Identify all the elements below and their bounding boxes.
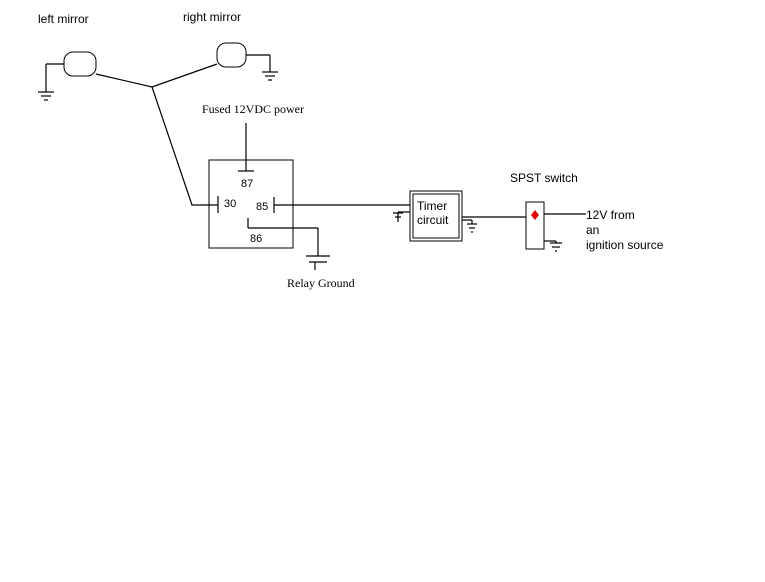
ignition-label-line3: ignition source (586, 238, 664, 252)
spst-switch-label: SPST switch (510, 171, 578, 185)
relay-ground-label: Relay Ground (287, 276, 355, 290)
timer-label-line1: Timer (417, 199, 447, 213)
relay-pin-30: 30 (224, 198, 236, 210)
ignition-label-line2: an (586, 223, 599, 237)
left-mirror: left mirror (38, 12, 97, 101)
timer-box-outer (409, 190, 463, 242)
diamond-icon (531, 210, 539, 220)
timer-box-inner (412, 193, 460, 239)
ground-symbol-icon (462, 219, 477, 233)
ignition-source-label: 12V from an ignition source (586, 208, 664, 252)
switch-body (525, 201, 545, 250)
timer-label-line2: circuit (417, 213, 449, 227)
relay-pin-85: 85 (256, 201, 268, 213)
ground-symbol-icon (544, 240, 562, 252)
ground-symbol-icon (306, 228, 330, 270)
ground-symbol-icon (393, 211, 410, 222)
ground-symbol-icon (246, 54, 278, 81)
relay-pin-87: 87 (241, 178, 253, 190)
ground-symbol-icon (38, 63, 64, 101)
mirror-icon (216, 42, 247, 68)
relay-pin-86: 86 (250, 233, 262, 245)
fused-power-label: Fused 12VDC power (202, 102, 304, 116)
mirror-wiring (95, 63, 218, 206)
ignition-label-line1: 12V from (586, 208, 635, 222)
relay-box (208, 159, 294, 249)
relay: Fused 12VDC power 87 30 85 86 Relay Grou… (202, 102, 355, 290)
mirror-icon (63, 51, 97, 77)
spst-switch: SPST switch (510, 171, 578, 252)
timer-circuit: Timer circuit (393, 190, 477, 242)
right-mirror: right mirror (183, 10, 278, 81)
right-mirror-label: right mirror (183, 10, 241, 24)
left-mirror-label: left mirror (38, 12, 89, 26)
